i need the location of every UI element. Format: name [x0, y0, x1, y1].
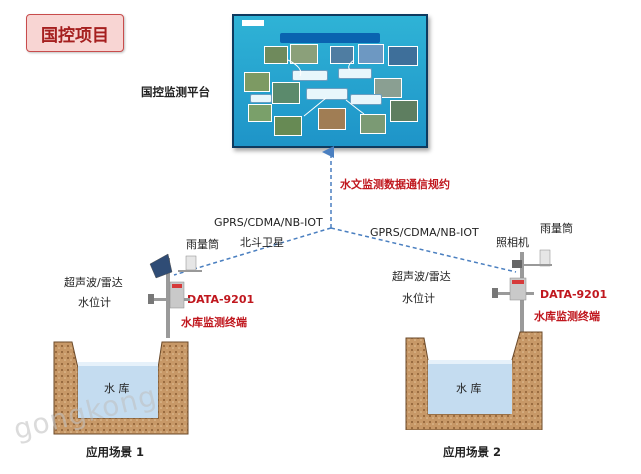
- project-title-badge: 国控项目: [26, 14, 124, 52]
- scene2-sensor2-label: 水位计: [402, 292, 435, 305]
- scene1-device-model: DATA-9201: [187, 293, 255, 306]
- photo-thumb: [248, 104, 272, 122]
- scene1-device-desc: 水库监测终端: [181, 316, 247, 329]
- photo-thumb: [274, 116, 302, 136]
- platform-banner: [280, 33, 380, 43]
- photo-thumb: [330, 46, 354, 64]
- scene1-reservoir-label: 水 库: [104, 382, 130, 395]
- scene1-network-label: GPRS/CDMA/NB-IOT: [214, 216, 323, 229]
- scene1-satellite-label: 北斗卫星: [240, 236, 284, 249]
- project-title: 国控项目: [41, 25, 109, 46]
- monitoring-platform-screen: [232, 14, 428, 148]
- link-scene1: [173, 227, 332, 276]
- photo-thumb: [374, 78, 402, 98]
- scene2-reservoir: [405, 331, 543, 430]
- scene2-rain-gauge-label: 雨量筒: [540, 222, 573, 235]
- protocol-label: 水文监测数据通信规约: [340, 178, 450, 191]
- scene1-rain-gauge-label: 雨量筒: [186, 238, 219, 251]
- photo-thumb: [390, 100, 418, 122]
- photo-thumb: [290, 44, 318, 64]
- platform-node-box: [350, 94, 382, 105]
- photo-thumb: [358, 44, 384, 64]
- platform-logo: [242, 20, 264, 26]
- scene1-sensor2-label: 水位计: [78, 296, 111, 309]
- platform-node-box: [306, 88, 348, 100]
- scene2-device-desc: 水库监测终端: [534, 310, 600, 323]
- scene2-network-label: GPRS/CDMA/NB-IOT: [370, 226, 479, 239]
- scene2-caption: 应用场景 2: [443, 445, 502, 459]
- scene2-monitoring-station: [492, 249, 552, 338]
- photo-thumb: [264, 46, 288, 64]
- photo-thumb: [272, 82, 300, 104]
- platform-node-box: [292, 70, 328, 81]
- scene1-sensor-label: 超声波/雷达: [64, 276, 123, 289]
- scene2-camera-label: 照相机: [496, 236, 529, 249]
- photo-thumb: [244, 72, 270, 92]
- scene2-sensor-label: 超声波/雷达: [392, 270, 451, 283]
- scene2-device-model: DATA-9201: [540, 288, 608, 301]
- platform-label: 国控监测平台: [141, 85, 210, 99]
- scene1-caption: 应用场景 1: [86, 445, 145, 459]
- scene1-reservoir: [53, 341, 189, 435]
- platform-node-box: [250, 94, 272, 103]
- photo-thumb: [388, 46, 418, 66]
- photo-thumb: [360, 114, 386, 134]
- scene1-monitoring-station: [148, 253, 202, 338]
- link-scene2: [330, 227, 517, 273]
- photo-thumb: [318, 108, 346, 130]
- scene2-reservoir-label: 水 库: [456, 382, 482, 395]
- platform-node-box: [338, 68, 372, 79]
- platform-arrows: [287, 59, 365, 117]
